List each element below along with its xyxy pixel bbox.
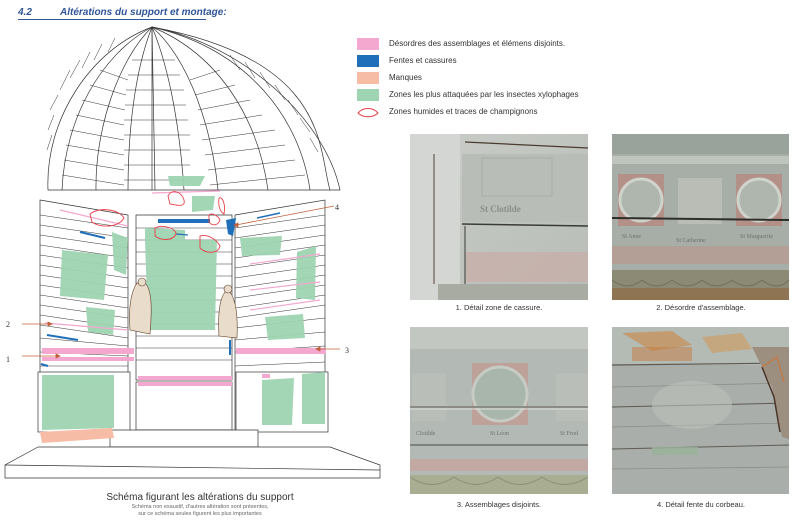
- section-number: 4.2: [18, 7, 32, 18]
- legend-label: Fentes et cassures: [389, 56, 457, 65]
- svg-text:Clotilde: Clotilde: [416, 431, 436, 437]
- photo-assemblages-disjoints: Clotilde St Léon St Frod: [410, 327, 588, 494]
- red-outline-icon: [357, 107, 379, 117]
- legend-label: Manques: [389, 73, 422, 82]
- photo-caption: 3. Assemblages disjoints.: [456, 500, 542, 509]
- photo-detail-cassure: St Clotilde: [410, 134, 588, 300]
- svg-text:St Léon: St Léon: [490, 431, 509, 437]
- pink-swatch-icon: [357, 37, 379, 50]
- schema-caption-note: sur ce schéma seules figurent les plus i…: [138, 511, 262, 517]
- alterations-schema-drawing: 2 1 3 4: [4, 26, 381, 479]
- legend-item-fentes: Fentes et cassures: [357, 52, 597, 69]
- svg-text:1: 1: [6, 355, 10, 364]
- schema-caption-note: Schéma non exaustif, d'autres altération…: [131, 504, 269, 510]
- photo-caption: 4. Détail fente du corbeau.: [657, 500, 745, 509]
- blue-swatch-icon: [357, 54, 379, 67]
- section-title: Altérations du support et montage:: [60, 7, 227, 18]
- legend-item-manques: Manques: [357, 69, 597, 86]
- schema-caption-title: Schéma figurant les altérations du suppo…: [106, 492, 294, 503]
- svg-text:St Frod: St Frod: [560, 431, 578, 437]
- legend-item-humides: Zones humides et traces de champignons: [357, 103, 597, 120]
- legend-label: Zones les plus attaquées par les insecte…: [389, 90, 579, 99]
- svg-text:St Catherine: St Catherine: [676, 238, 706, 244]
- section-header: 4.2 Altérations du support et montage:: [18, 4, 227, 20]
- photo-caption: 2. Désordre d'assemblage.: [656, 303, 746, 312]
- svg-text:3: 3: [345, 346, 349, 355]
- svg-text:2: 2: [6, 320, 10, 329]
- svg-text:4: 4: [335, 203, 339, 212]
- legend-label: Désordres des assemblages et élémens dis…: [389, 39, 566, 48]
- photo-caption: 1. Détail zone de cassure.: [455, 303, 543, 312]
- legend: Désordres des assemblages et élémens dis…: [357, 35, 597, 120]
- svg-text:St Anne: St Anne: [622, 234, 642, 240]
- photo-desordre-assemblage: St Anne St Catherine St Marguerite: [612, 134, 789, 300]
- photo-inscription: St Clotilde: [480, 204, 521, 214]
- salmon-swatch-icon: [357, 71, 379, 84]
- green-swatch-icon: [357, 88, 379, 101]
- schema-caption: Schéma figurant les altérations du suppo…: [40, 492, 360, 518]
- photo-fente-corbeau: [612, 327, 789, 494]
- legend-item-disjoints: Désordres des assemblages et élémens dis…: [357, 35, 597, 52]
- legend-item-xylophages: Zones les plus attaquées par les insecte…: [357, 86, 597, 103]
- svg-text:St Marguerite: St Marguerite: [740, 234, 773, 240]
- legend-label: Zones humides et traces de champignons: [389, 107, 538, 116]
